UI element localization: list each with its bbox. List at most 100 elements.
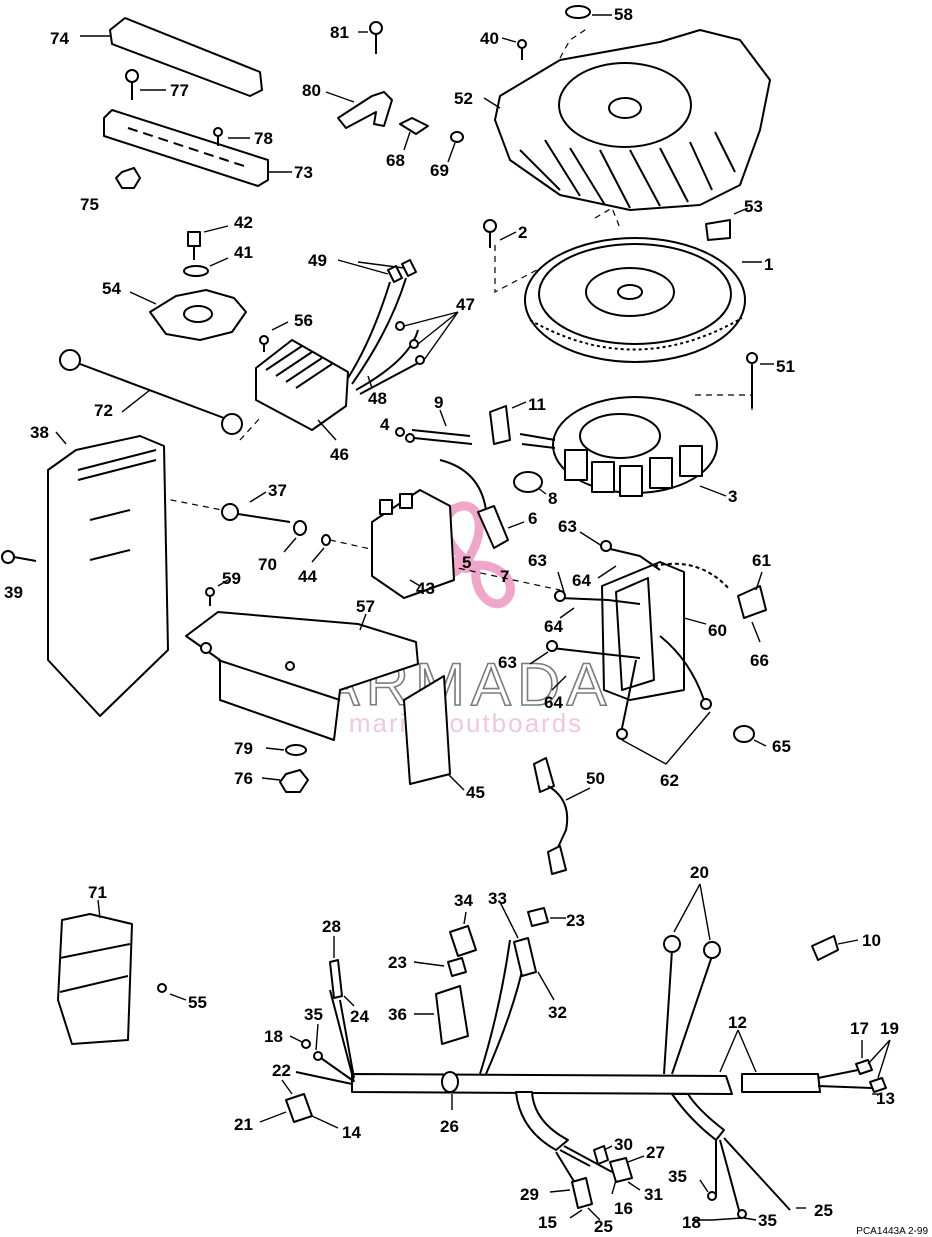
tie-strap-8 xyxy=(513,471,547,495)
coil-leads-63-64 xyxy=(529,531,661,691)
reference-code: PCA1443A 2-99 xyxy=(856,1226,928,1237)
callout-labels: 1 2 3 4 5 6 7 8 9 10 11 12 13 14 15 16 1… xyxy=(4,5,899,1236)
callout-2: 2 xyxy=(518,223,527,242)
callout-23b: 23 xyxy=(388,953,407,972)
callout-8: 8 xyxy=(548,489,557,508)
callout-70: 70 xyxy=(258,555,277,574)
power-pack-43 xyxy=(371,489,455,599)
callout-18b: 18 xyxy=(682,1213,701,1232)
callout-77: 77 xyxy=(170,81,189,100)
callout-56: 56 xyxy=(294,311,313,330)
callout-65: 65 xyxy=(772,737,791,756)
shield-45 xyxy=(403,675,465,791)
callout-44: 44 xyxy=(298,567,317,586)
terminal-cover-74 xyxy=(80,17,263,97)
callout-78: 78 xyxy=(254,129,273,148)
watermark-tagline: marine outboards xyxy=(349,708,583,738)
screw-81 xyxy=(358,21,383,54)
main-harness-12 xyxy=(351,1029,821,1095)
screw-59 xyxy=(205,579,229,606)
screw-40 xyxy=(501,37,527,60)
callout-35c: 35 xyxy=(758,1211,777,1230)
callout-75: 75 xyxy=(80,195,99,214)
callout-39: 39 xyxy=(4,583,23,602)
callout-72: 72 xyxy=(94,401,113,420)
rectifier-46 xyxy=(255,339,349,441)
callout-64b: 64 xyxy=(544,617,563,636)
callout-55: 55 xyxy=(188,993,207,1012)
callout-80: 80 xyxy=(302,81,321,100)
callout-23a: 23 xyxy=(566,911,585,930)
stator-3 xyxy=(519,396,727,497)
fuse-holder-36 xyxy=(414,985,469,1045)
callout-10: 10 xyxy=(862,931,881,950)
callout-12: 12 xyxy=(728,1013,747,1032)
clip-11 xyxy=(489,401,527,445)
callout-35a: 35 xyxy=(304,1005,323,1024)
fuse-23 xyxy=(413,957,467,977)
callout-63c: 63 xyxy=(498,653,517,672)
callout-15: 15 xyxy=(538,1213,557,1232)
callout-9: 9 xyxy=(434,393,443,412)
clip-65 xyxy=(733,725,767,747)
terminals-lower-18-35 xyxy=(569,1179,806,1221)
callout-60: 60 xyxy=(708,621,727,640)
callout-73: 73 xyxy=(294,163,313,182)
leads-47-49 xyxy=(337,259,459,395)
callout-40: 40 xyxy=(480,29,499,48)
callout-63a: 63 xyxy=(558,517,577,536)
connector-29-16 xyxy=(549,1177,617,1209)
screw-37 xyxy=(221,491,291,523)
callout-41: 41 xyxy=(234,243,253,262)
callout-32: 32 xyxy=(548,1003,567,1022)
callout-7: 7 xyxy=(500,567,509,586)
callout-45: 45 xyxy=(466,783,485,802)
callout-54: 54 xyxy=(102,279,121,298)
callout-76: 76 xyxy=(234,769,253,788)
callout-19: 19 xyxy=(880,1019,899,1038)
washer-44 xyxy=(311,534,331,563)
callout-74: 74 xyxy=(50,29,69,48)
grommet-69 xyxy=(447,131,464,163)
callout-22: 22 xyxy=(272,1061,291,1080)
screw-39 xyxy=(1,550,37,564)
screw-56 xyxy=(259,321,289,352)
callout-57: 57 xyxy=(356,597,375,616)
lead-28-24 xyxy=(329,936,355,1007)
callout-3: 3 xyxy=(728,487,737,506)
callout-27: 27 xyxy=(646,1143,665,1162)
callout-47: 47 xyxy=(456,295,475,314)
ground-lead-72 xyxy=(59,349,243,435)
harness-leads-61 xyxy=(653,562,767,643)
callout-64c: 64 xyxy=(544,693,563,712)
callout-79: 79 xyxy=(234,739,253,758)
callout-43: 43 xyxy=(416,579,435,598)
callout-6: 6 xyxy=(528,509,537,528)
leads-9 xyxy=(411,409,473,445)
washer-70 xyxy=(283,520,307,553)
callout-35b: 35 xyxy=(668,1167,687,1186)
connector-6 xyxy=(439,459,525,549)
terminal-block-73 xyxy=(103,109,292,187)
terminals-18-35 xyxy=(289,1023,323,1061)
screw-2 xyxy=(483,219,517,248)
screw-77 xyxy=(125,69,166,100)
callout-37: 37 xyxy=(268,481,287,500)
callout-59: 59 xyxy=(222,569,241,588)
ground-leads-62 xyxy=(616,635,712,765)
callout-25b: 25 xyxy=(594,1217,613,1236)
screw-51 xyxy=(746,352,774,408)
callout-20: 20 xyxy=(690,863,709,882)
timer-base-54 xyxy=(129,289,247,341)
callout-4: 4 xyxy=(380,415,390,434)
callout-81: 81 xyxy=(330,23,349,42)
callout-58: 58 xyxy=(614,5,633,24)
callout-21: 21 xyxy=(234,1115,253,1134)
nut-75 xyxy=(115,167,141,189)
clip-68 xyxy=(399,117,429,151)
callout-46: 46 xyxy=(330,445,349,464)
callout-48: 48 xyxy=(368,389,387,408)
callout-61: 61 xyxy=(752,551,771,570)
callout-11: 11 xyxy=(528,395,546,414)
